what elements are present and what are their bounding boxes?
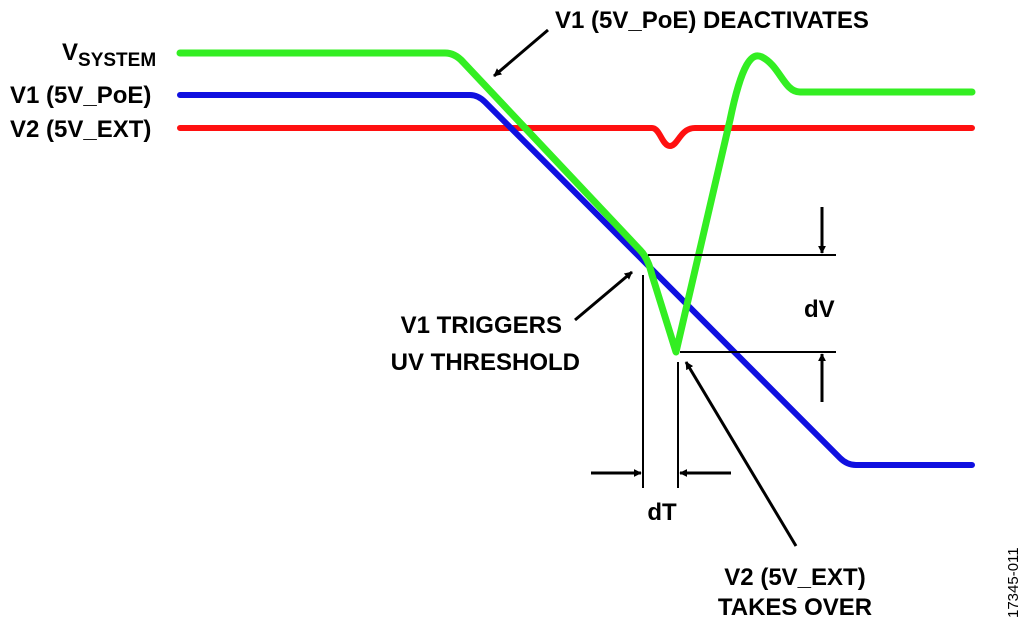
v1-trace-line (177, 92, 975, 468)
v1-triggers-arrow (574, 270, 633, 322)
v2-takes-over-label-line2: TAKES OVER (718, 594, 872, 621)
dv-label: dV (804, 296, 835, 323)
figure-id: 17345-011 (1005, 547, 1022, 618)
v1-deactivates-label: V1 (5V_PoE) DEACTIVATES (555, 7, 869, 34)
v1-triggers-label-line1: V1 TRIGGERS (401, 312, 562, 339)
v1-label: V1 (5V_PoE) (10, 82, 151, 109)
v2-label: V2 (5V_EXT) (10, 116, 151, 143)
v2-takes-over-arrow (684, 361, 798, 547)
dt-label: dT (647, 499, 677, 526)
vsystem-label: VSYSTEM (62, 39, 156, 71)
v1-deactivates-arrow (493, 28, 549, 78)
v2-trace-line (177, 125, 975, 149)
v1-triggers-label-line2: UV THRESHOLD (391, 349, 580, 376)
vsystem-trace-line (176, 49, 976, 356)
v2-takes-over-label-line1: V2 (5V_EXT) (724, 564, 865, 591)
